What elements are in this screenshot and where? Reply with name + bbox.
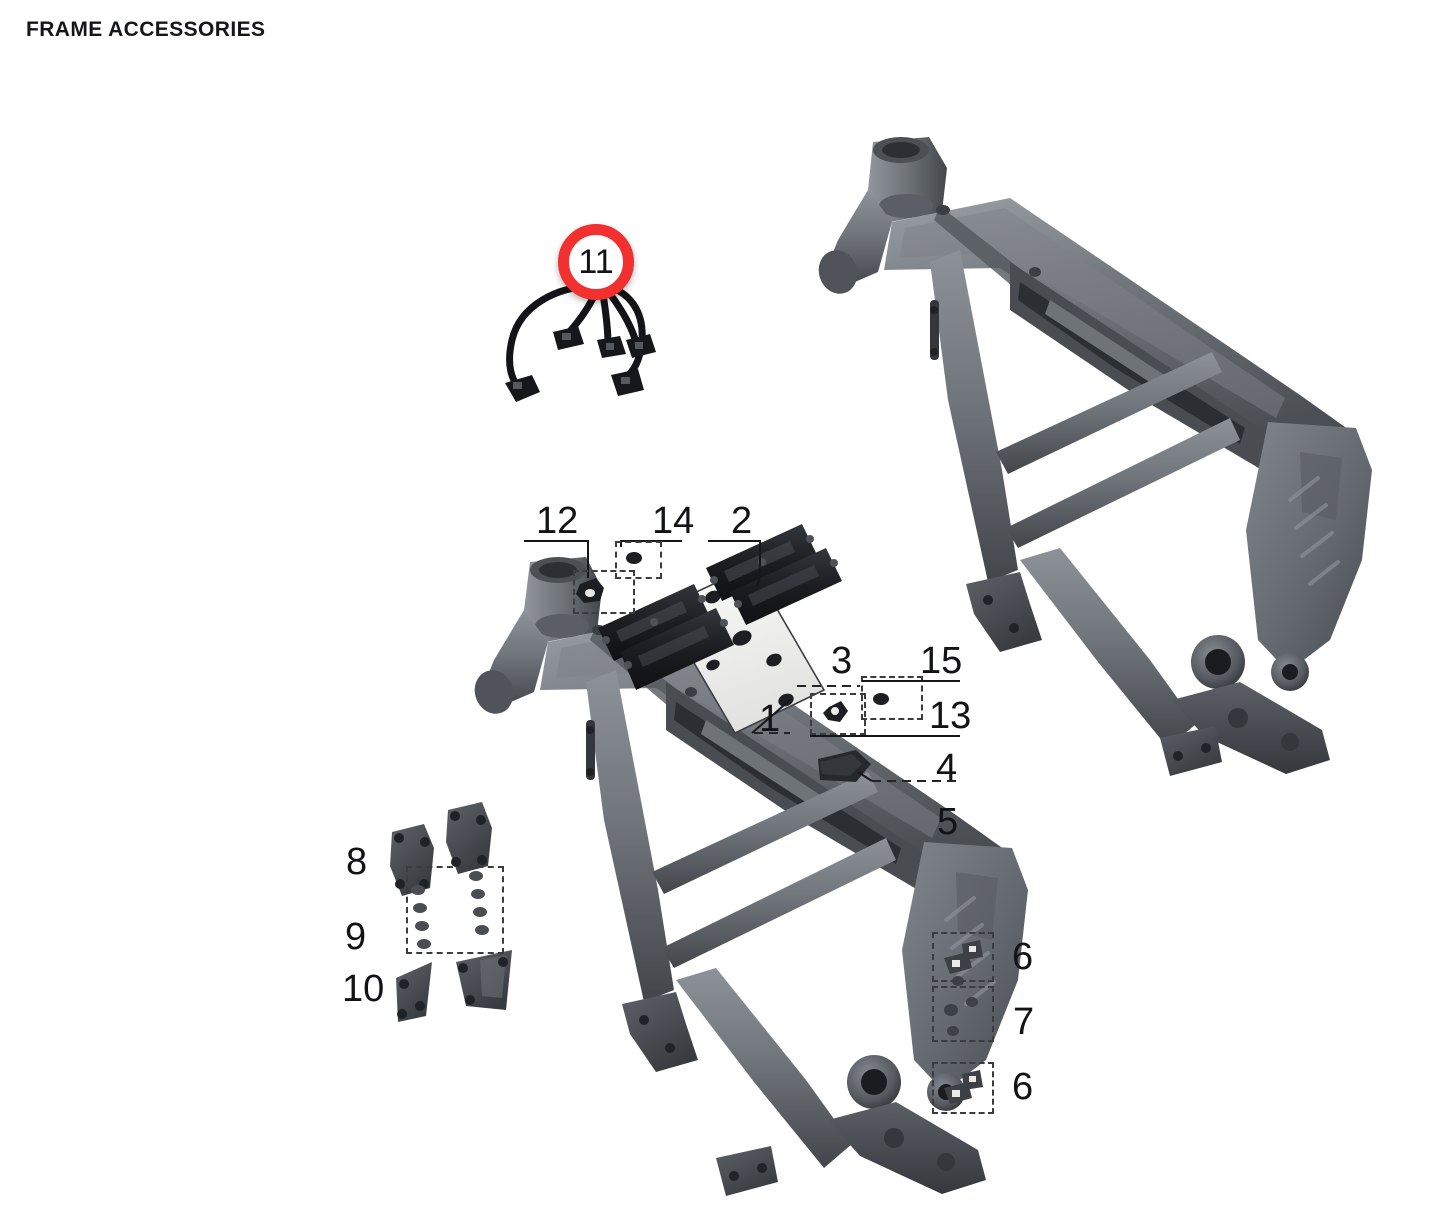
down-tube-upper xyxy=(930,250,1018,582)
callout-15: 15 xyxy=(920,640,963,682)
part-bolt-kit xyxy=(411,871,489,949)
leader-1 xyxy=(751,699,791,734)
callout-4: 4 xyxy=(936,747,958,789)
part-gusset-bracket-right xyxy=(456,950,512,1010)
callout-13: 13 xyxy=(929,695,972,737)
dashed-box-6-lower xyxy=(932,1062,994,1114)
part-gusset-bracket-left xyxy=(396,962,432,1022)
part-upper-bracket-right xyxy=(446,802,492,874)
part-screw-14 xyxy=(626,552,642,564)
leader-underline-13 xyxy=(810,735,960,737)
part-hardware-kit-6-lower xyxy=(944,1070,983,1104)
part-nut-3 xyxy=(823,701,848,722)
callout-7: 7 xyxy=(1013,1001,1035,1043)
callout-6-lower: 6 xyxy=(1012,1066,1034,1108)
harness-connectors xyxy=(505,326,656,402)
dashed-box-7 xyxy=(932,986,994,1042)
callout-10: 10 xyxy=(342,968,385,1010)
exploded-accessory-parts xyxy=(390,282,983,1104)
swingarm-strut-upper xyxy=(1020,548,1196,748)
callout-12: 12 xyxy=(536,500,579,542)
part-bolt-set-7 xyxy=(944,976,978,1036)
callout-3: 3 xyxy=(831,640,853,682)
part-rubber-pad xyxy=(818,750,871,782)
leader-2 xyxy=(708,540,761,578)
swingarm-strut-lower xyxy=(676,968,852,1168)
dashed-box-14 xyxy=(615,541,662,579)
callout-2: 2 xyxy=(731,500,753,542)
down-tube-lower xyxy=(586,670,674,1002)
right-panel-upper xyxy=(1246,422,1372,672)
highlight-ring-label: 11 xyxy=(578,242,614,281)
leader-underline-15 xyxy=(862,680,960,682)
leader-4 xyxy=(857,771,873,782)
callout-1: 1 xyxy=(759,698,781,740)
dashed-box-3 xyxy=(810,693,866,735)
leader-2-tip xyxy=(756,577,761,587)
part-side-rail-upper-b xyxy=(730,548,842,625)
page-title: FRAME ACCESSORIES xyxy=(26,18,266,41)
part-washer-15 xyxy=(873,693,889,705)
highlight-ring-11[interactable]: 11 xyxy=(558,224,634,300)
pivot-boss-upper xyxy=(1191,635,1309,691)
leader-12 xyxy=(524,540,589,578)
dashed-box-12 xyxy=(573,570,635,614)
dashed-box-6-upper xyxy=(932,932,994,982)
callout-8: 8 xyxy=(346,841,368,883)
part-side-rail-lower-b xyxy=(620,608,734,690)
part-hardware-kit-6-upper xyxy=(944,940,983,974)
steering-head-tube-lower xyxy=(474,557,602,714)
callout-6-upper: 6 xyxy=(1012,936,1034,978)
part-side-rail-lower xyxy=(598,584,710,661)
callout-14: 14 xyxy=(652,500,695,542)
leader-lines-dashed xyxy=(754,685,960,782)
dashed-box-9 xyxy=(406,866,504,954)
callout-9: 9 xyxy=(345,916,367,958)
callout-5: 5 xyxy=(937,801,959,843)
dashed-box-15 xyxy=(861,676,923,720)
steering-head-tube-upper xyxy=(818,137,947,294)
part-cable-guide-clamp-12 xyxy=(576,578,604,603)
frame-assembly-upper xyxy=(818,137,1372,776)
